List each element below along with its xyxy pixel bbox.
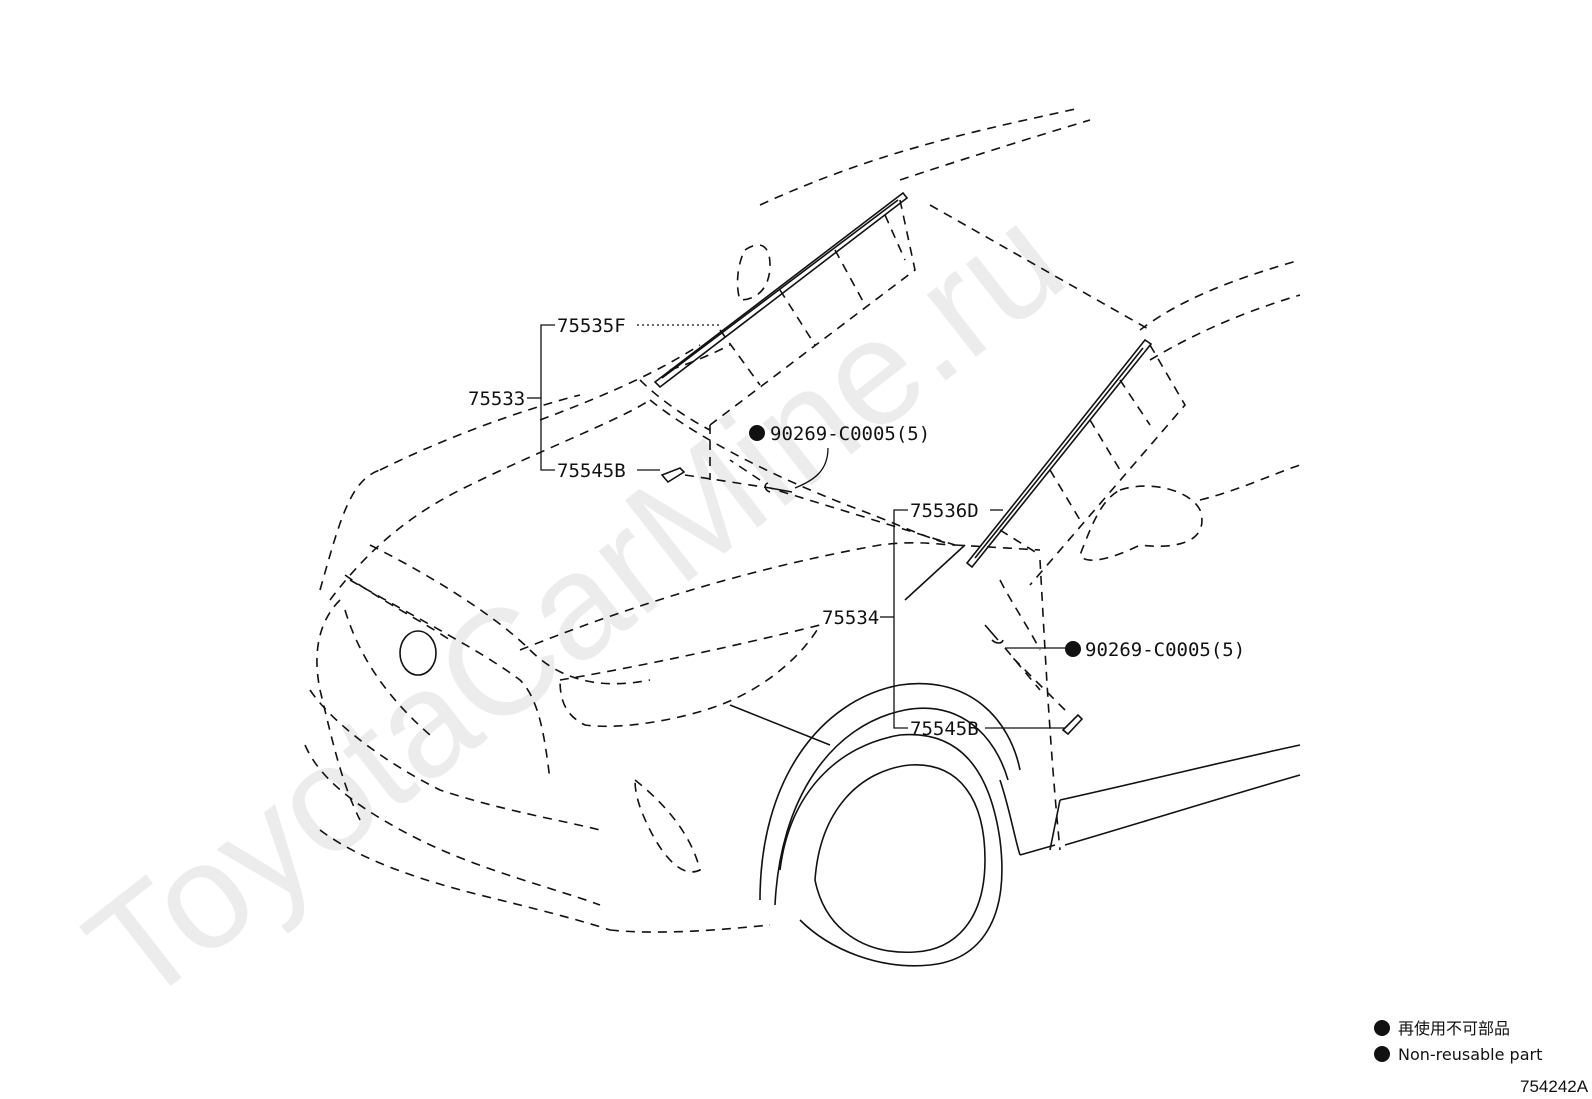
non-reusable-dot-lower [1065, 641, 1081, 657]
legend: 再使用不可部品 Non-reusable part [1374, 1019, 1542, 1064]
non-reusable-dot-upper [749, 425, 765, 441]
label-90269-upper: 90269-C0005(5) [770, 423, 930, 445]
watermark: ToyotaCarMine.ru [56, 174, 1092, 1035]
windshield-moulding-right [965, 338, 1186, 736]
label-75545B-left: 75545B [557, 460, 626, 482]
label-90269-lower: 90269-C0005(5) [1085, 639, 1245, 661]
label-75533: 75533 [468, 388, 525, 410]
label-75545B-right: 75545B [910, 718, 979, 740]
diagram-code: 754242A [1520, 1077, 1589, 1096]
front-wheel [759, 682, 1056, 967]
callout-leaders [527, 324, 1068, 729]
legend-text-jp: 再使用不可部品 [1398, 1019, 1510, 1038]
windshield-moulding-left [653, 191, 956, 546]
label-75534: 75534 [822, 607, 879, 629]
legend-dot-en [1374, 1046, 1390, 1062]
legend-dot-jp [1374, 1020, 1390, 1036]
label-75536D: 75536D [910, 500, 979, 522]
legend-text-en: Non-reusable part [1398, 1045, 1542, 1064]
label-75535F: 75535F [557, 315, 626, 337]
part-labels: 75533 75535F 75545B 90269-C0005(5) 75536… [468, 315, 1245, 740]
